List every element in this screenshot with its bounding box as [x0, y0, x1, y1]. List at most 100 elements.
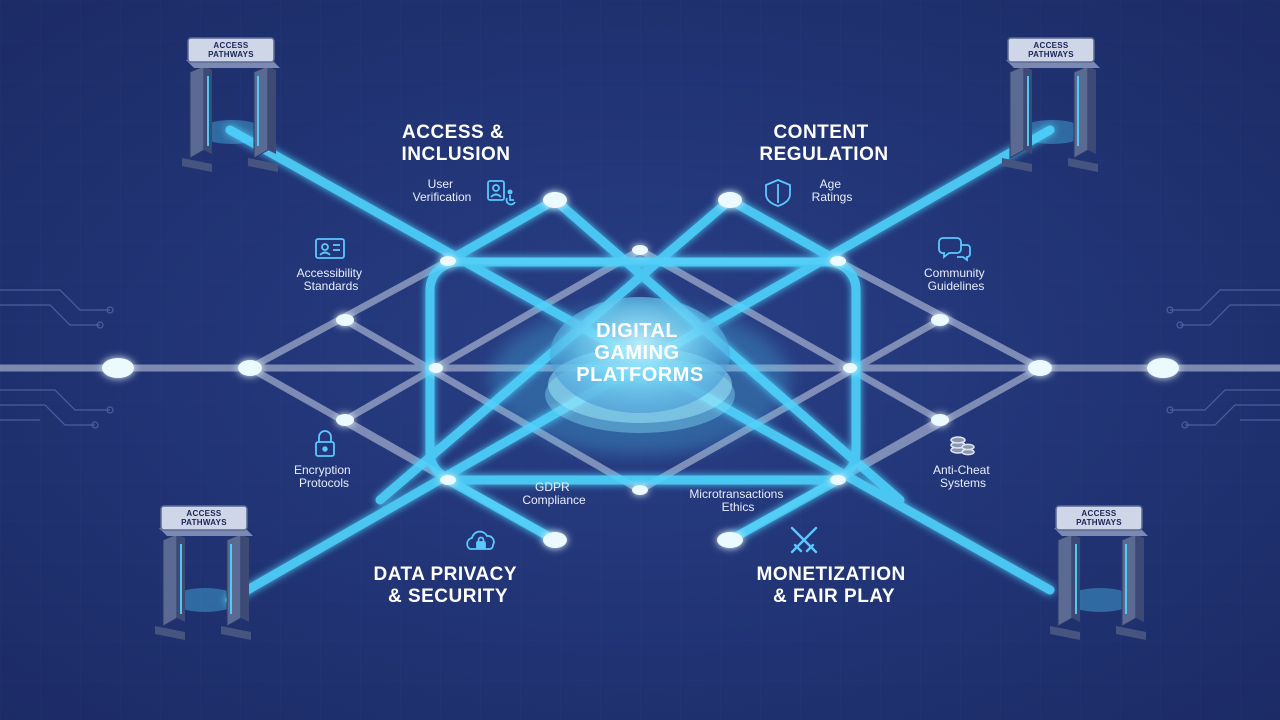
gate-label: ACCESS [186, 509, 222, 518]
label-fair-play [790, 526, 818, 554]
gate-label: PATHWAYS [1028, 50, 1074, 59]
label-text: Guidelines [928, 279, 985, 293]
node [440, 475, 456, 485]
node [102, 358, 134, 378]
label-anti-cheat-systems: Anti-Cheat Systems [933, 436, 993, 490]
category-access-inclusion: ACCESS & INCLUSION [402, 122, 511, 165]
node [336, 414, 354, 426]
id-card-icon [315, 238, 345, 259]
label-encryption-protocols: Encryption Protocols [294, 430, 351, 490]
label-cloud-security [466, 530, 495, 550]
label-text: Ratings [812, 190, 853, 204]
svg-text:CONTENT REGULATION: CONTENT REGULATION [759, 122, 888, 165]
gate-label: PATHWAYS [181, 518, 227, 527]
node [717, 532, 743, 548]
svg-text:User Verification: User Verification [413, 177, 472, 204]
node [440, 256, 456, 266]
category-title: MONETIZATION [757, 564, 906, 585]
node [830, 256, 846, 266]
crossed-swords-icon [790, 526, 818, 554]
category-content-regulation: CONTENT REGULATION [759, 122, 888, 165]
svg-text:Anti-Cheat Systems: Anti-Cheat Systems [933, 463, 993, 490]
node [718, 192, 742, 208]
label-gdpr-compliance: GDPR Compliance [522, 480, 586, 507]
node [931, 414, 949, 426]
label-accessibility-standards: Accessibility Standards [297, 238, 362, 293]
label-text: Ethics [722, 500, 755, 514]
node [543, 532, 567, 548]
label-text: Encryption [294, 463, 351, 477]
category-title: & FAIR PLAY [773, 586, 895, 607]
category-title: REGULATION [759, 144, 888, 165]
gate-label: ACCESS [1081, 509, 1117, 518]
node [429, 363, 443, 373]
label-age-ratings: Age Ratings [765, 177, 853, 207]
coin-stack-icon [950, 436, 975, 456]
shield-icon [765, 179, 791, 207]
node [336, 314, 354, 326]
label-text: Standards [304, 279, 359, 293]
node [543, 192, 567, 208]
svg-text:Age Ratings: Age Ratings [812, 177, 853, 204]
padlock-icon [315, 430, 335, 457]
hub-line: PLATFORMS [576, 364, 703, 386]
label-text: Compliance [522, 493, 586, 507]
category-title: CONTENT [773, 122, 868, 143]
category-title: INCLUSION [402, 144, 511, 165]
cloud-lock-icon [466, 530, 495, 550]
node [1147, 358, 1179, 378]
label-text: Community [924, 266, 985, 280]
chat-bubbles-icon [938, 237, 971, 262]
node [632, 485, 648, 495]
svg-text:MONETIZATION & FAIR PLAY: MONETIZATION & FAIR PLAY [757, 564, 912, 607]
label-user-verification: User Verification [413, 177, 516, 206]
label-text: Microtransactions [689, 487, 783, 501]
circuit-traces-right [1166, 289, 1280, 429]
hub-line: DIGITAL [596, 320, 678, 342]
svg-text:Community Guidelines: Community Guidelines [924, 266, 988, 293]
label-text: User [428, 177, 453, 191]
id-badge-accessibility-icon [487, 180, 516, 206]
central-hub: DIGITAL GAMING PLATFORMS [490, 297, 790, 455]
category-title: DATA PRIVACY [373, 564, 516, 585]
node [1028, 360, 1052, 376]
gate-label: ACCESS [213, 41, 249, 50]
svg-text:Microtransactions Ethics: Microtransactions Ethics [689, 487, 786, 514]
label-text: Verification [413, 190, 472, 204]
category-data-privacy-security: DATA PRIVACY & SECURITY [373, 564, 522, 607]
label-community-guidelines: Community Guidelines [924, 237, 988, 293]
node [830, 475, 846, 485]
label-text: Systems [940, 476, 986, 490]
label-text: Accessibility [297, 266, 362, 280]
nodes [102, 192, 1179, 548]
label-text: Age [820, 177, 842, 191]
gate-label: PATHWAYS [208, 50, 254, 59]
label-text: Protocols [299, 476, 349, 490]
label-microtransactions-ethics: Microtransactions Ethics [689, 487, 786, 514]
gate-label: PATHWAYS [1076, 518, 1122, 527]
svg-text:DATA PRIVACY & SECURITY: DATA PRIVACY & SECURITY [373, 564, 522, 607]
label-text: Anti-Cheat [933, 463, 990, 477]
node [843, 363, 857, 373]
label-text: GDPR [535, 480, 570, 494]
category-monetization-fair-play: MONETIZATION & FAIR PLAY [757, 564, 912, 607]
node [931, 314, 949, 326]
svg-text:DIGITAL GAMING PLA: DIGITAL GAMING PLATFORMS [576, 320, 703, 386]
category-title: ACCESS & [402, 122, 504, 143]
svg-text:ACCESS & INCLUSION: ACCESS & INCLUSION [402, 122, 511, 165]
hub-line: GAMING [594, 342, 679, 364]
gate-label: ACCESS [1033, 41, 1069, 50]
svg-text:GDPR Compliance: GDPR Compliance [522, 480, 586, 507]
node [632, 245, 648, 255]
category-title: & SECURITY [388, 586, 508, 607]
